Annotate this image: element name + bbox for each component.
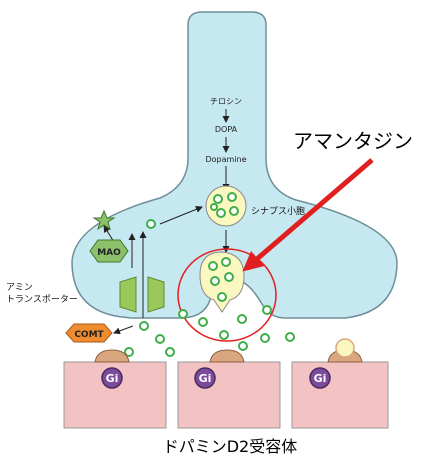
figure-caption: ドパミンD2受容体 — [163, 437, 298, 456]
receptor-1: Gi — [63, 349, 167, 429]
comt-enzyme-shape — [65, 323, 113, 343]
cleft-dopamine-molecules — [124, 305, 295, 357]
amantadine-label: アマンタジン — [293, 129, 413, 153]
transporter-label-line1: アミン — [6, 283, 33, 293]
gi-protein-3 — [309, 367, 331, 389]
receptor-3: Gi — [291, 338, 389, 429]
amantadine-arrow — [242, 158, 374, 272]
gi-label-3: Gi — [314, 372, 327, 385]
metabolite-star-icon — [92, 209, 116, 231]
dopa-label: DOPA — [215, 125, 238, 134]
comt-label: COMT — [74, 330, 104, 340]
mao-label: MAO — [97, 248, 121, 258]
dopamine-label: Dopamine — [205, 155, 246, 164]
release-site-highlight — [177, 248, 277, 342]
gi-protein-1 — [101, 367, 123, 389]
tyrosine-label: チロシン — [210, 97, 242, 106]
gi-label-1: Gi — [106, 372, 119, 385]
bound-dopamine — [335, 338, 355, 358]
cytoplasm-dopamine — [146, 219, 156, 229]
gi-label-2: Gi — [199, 372, 212, 385]
vesicle-label: シナプス小胞 — [251, 205, 305, 217]
release-dopamine-molecules — [208, 257, 234, 302]
gi-protein-2 — [194, 367, 216, 389]
vesicle-dopamine-molecules — [210, 192, 239, 218]
mao-to-metabolite-arrow — [103, 225, 115, 243]
presynaptic-neuron — [71, 11, 398, 319]
to-comt-arrow — [113, 325, 134, 335]
to-vesicle-arrow — [159, 206, 203, 225]
transporter-left — [119, 276, 137, 313]
transporter-label-line2: トランスポーター — [6, 294, 78, 305]
receptor-2: Gi — [177, 349, 281, 429]
transporter-right — [147, 276, 165, 313]
mao-enzyme-shape — [89, 239, 129, 263]
